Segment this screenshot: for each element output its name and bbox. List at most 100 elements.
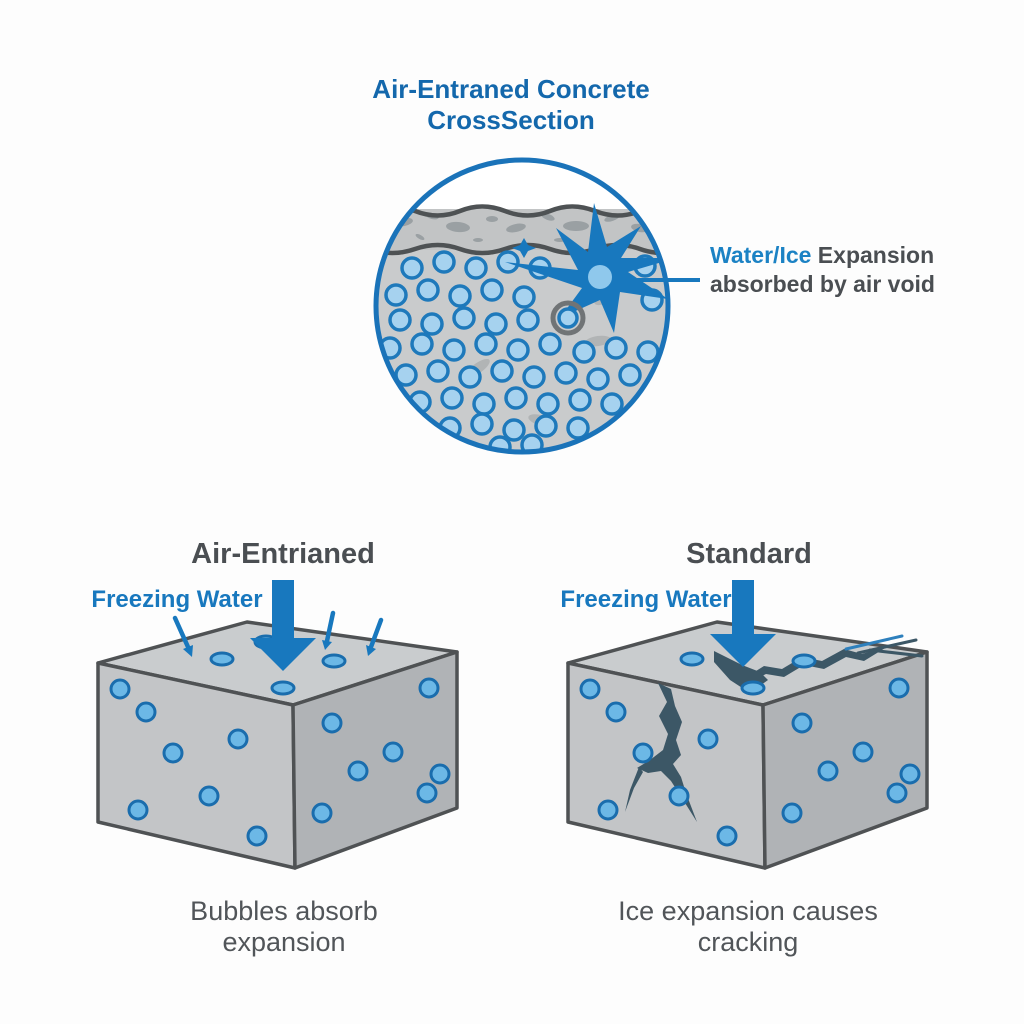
air-bubble: [899, 763, 921, 785]
caption-left: Bubbles absorb expansion: [190, 896, 378, 958]
cube-right-face: [761, 650, 929, 870]
panel-left-title: Air-Entrianed: [191, 538, 375, 570]
aggregate: [446, 221, 470, 233]
air-bubble: [484, 312, 508, 336]
air-bubble: [536, 392, 560, 416]
freezing-water-label-left: Freezing Water: [91, 586, 263, 613]
air-bubble: [227, 728, 249, 750]
air-bubble: [432, 250, 456, 274]
air-bubble: [632, 742, 654, 764]
air-bubble: [198, 785, 220, 807]
splat-shape: [505, 203, 666, 333]
air-bubble: [496, 250, 520, 274]
air-void-ellipse: [209, 651, 235, 667]
air-bubble: [429, 763, 451, 785]
aggregate: [506, 223, 526, 233]
air-bubble: [568, 388, 592, 412]
air-bubble: [474, 332, 498, 356]
air-bubble: [472, 392, 496, 416]
air-bubble: [127, 799, 149, 821]
callout-rest: Expansion: [811, 242, 935, 268]
air-bubble: [416, 278, 440, 302]
cross-section-title: Air-Entraned Concrete CrossSection: [372, 74, 649, 136]
air-bubble: [888, 677, 910, 699]
air-bubble: [246, 825, 268, 847]
air-bubble: [697, 728, 719, 750]
air-bubble: [817, 760, 839, 782]
aggregate: [563, 221, 589, 231]
air-bubble: [600, 392, 624, 416]
air-bubble: [522, 365, 546, 389]
cross-section-figure: [373, 157, 700, 455]
air-bubble: [418, 677, 440, 699]
caption-right: Ice expansion causes cracking: [618, 896, 878, 958]
air-bubble: [597, 799, 619, 821]
aggregate: [473, 238, 483, 242]
cube-right-face: [291, 650, 459, 870]
splat-center-void: [588, 265, 612, 289]
air-void-callout: Water/Ice Expansion absorbed by air void: [710, 241, 935, 299]
air-void-bubble: [557, 307, 579, 329]
air-bubble: [586, 367, 610, 391]
air-bubble: [388, 308, 412, 332]
air-bubble: [604, 336, 628, 360]
air-bubble: [538, 332, 562, 356]
cross-section-interior: [378, 162, 666, 450]
air-bubble: [490, 359, 514, 383]
air-bubble: [572, 340, 596, 364]
air-void-ellipse: [270, 680, 296, 696]
air-bubble: [452, 306, 476, 330]
air-bubble: [470, 412, 494, 436]
freezing-water-label-right: Freezing Water: [560, 586, 732, 613]
air-bubble: [109, 678, 131, 700]
air-void-ellipse: [791, 653, 817, 669]
cross-section-title-line1: Air-Entraned Concrete: [372, 74, 650, 104]
panel-right-title: Standard: [686, 538, 812, 570]
air-bubble: [440, 386, 464, 410]
aggregate: [415, 233, 425, 241]
caption-right-line1: Ice expansion causes: [618, 896, 878, 926]
air-bubble: [448, 284, 472, 308]
air-bubble: [400, 256, 424, 280]
air-void-ellipse: [321, 653, 347, 669]
air-bubble: [464, 256, 488, 280]
air-bubble: [534, 414, 558, 438]
air-bubble: [480, 278, 504, 302]
air-bubble: [506, 338, 530, 362]
air-bubble: [382, 741, 404, 763]
air-bubble: [321, 712, 343, 734]
caption-right-line2: cracking: [697, 927, 799, 957]
air-bubble: [516, 308, 540, 332]
air-bubble: [520, 433, 544, 450]
ice-expansion-splat-icon: [505, 203, 666, 336]
air-bubble: [135, 701, 157, 723]
air-bubble: [566, 416, 590, 440]
cross-section-title-line2: CrossSection: [427, 105, 595, 135]
air-bubble: [347, 760, 369, 782]
air-bubble: [668, 785, 690, 807]
air-bubble: [618, 363, 642, 387]
air-bubble: [410, 332, 434, 356]
air-bubble: [852, 741, 874, 763]
splat-sparkle: [512, 238, 536, 258]
callout-line2: absorbed by air void: [710, 271, 935, 297]
air-void-ellipse: [740, 680, 766, 696]
air-bubble: [781, 802, 803, 824]
air-bubble: [502, 418, 526, 442]
air-bubble: [886, 782, 908, 804]
air-bubble: [426, 359, 450, 383]
air-bubble: [579, 678, 601, 700]
air-bubble: [442, 338, 466, 362]
cross-section-circle-outline: [373, 157, 671, 455]
cube-air-entrained: [96, 580, 459, 870]
cube-standard: [566, 580, 929, 870]
caption-left-line2: expansion: [222, 927, 346, 957]
air-void-ellipse: [679, 651, 705, 667]
caption-left-line1: Bubbles absorb: [190, 896, 378, 926]
freezing-water-arrow-left: [250, 580, 316, 671]
air-bubble: [504, 386, 528, 410]
air-bubble: [416, 782, 438, 804]
freezing-water-arrow-right: [710, 580, 776, 667]
